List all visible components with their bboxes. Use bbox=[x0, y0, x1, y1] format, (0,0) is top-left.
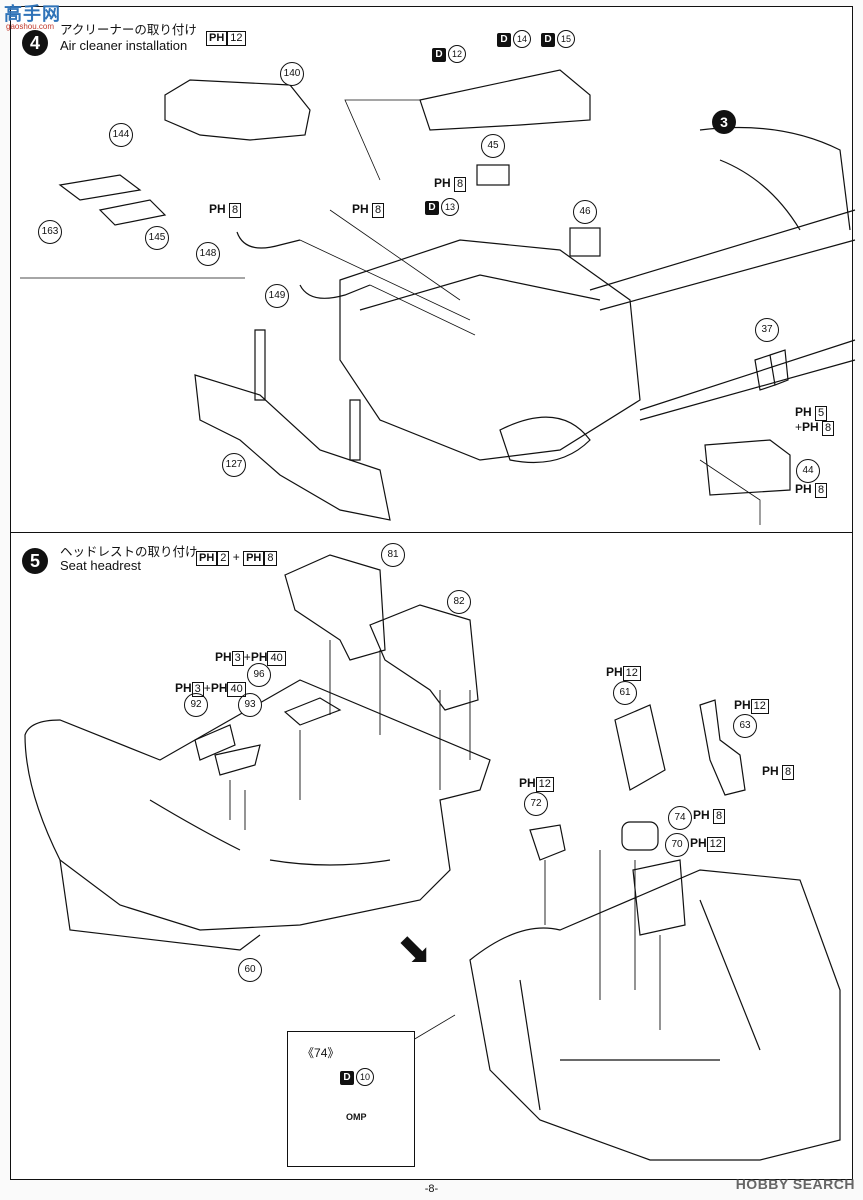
part-61: 61 bbox=[613, 681, 637, 705]
step-5-title-en: Seat headrest bbox=[60, 558, 141, 573]
part-163: 163 bbox=[38, 220, 62, 244]
part-93: 93 bbox=[238, 693, 262, 717]
callout-ph8-hoses: PH 8 bbox=[352, 202, 385, 218]
part-127: 127 bbox=[222, 453, 246, 477]
watermark-top-left: 高手网 bbox=[4, 4, 61, 25]
callout-ph8-part63: PH 8 bbox=[762, 764, 795, 780]
part-63: 63 bbox=[733, 714, 757, 738]
part-148: 148 bbox=[196, 242, 220, 266]
callout-ph8-part44: PH 8 bbox=[795, 482, 828, 498]
part-44: 44 bbox=[796, 459, 820, 483]
page-number: -8- bbox=[424, 1183, 439, 1195]
step-4-title-en: Air cleaner installation bbox=[60, 38, 188, 53]
callout-ph8-tubes: PH 8 bbox=[209, 202, 242, 218]
callout-ph8-part37: +PH 8 bbox=[795, 420, 835, 436]
callout-ph8-part45: PH 8 bbox=[434, 176, 467, 192]
part-60: 60 bbox=[238, 958, 262, 982]
part-96: 96 bbox=[247, 663, 271, 687]
part-72: 72 bbox=[524, 792, 548, 816]
step-4-badge: 4 bbox=[22, 30, 48, 56]
watermark-bottom-right: HOBBY SEARCH bbox=[735, 1176, 855, 1192]
part-140: 140 bbox=[280, 62, 304, 86]
step-5-badge: 5 bbox=[22, 548, 48, 574]
part-145: 145 bbox=[145, 226, 169, 250]
callout-ph8-part74: PH 8 bbox=[693, 808, 726, 824]
part-46: 46 bbox=[573, 200, 597, 224]
part-45: 45 bbox=[481, 134, 505, 158]
part-74: 74 bbox=[668, 806, 692, 830]
part-37: 37 bbox=[755, 318, 779, 342]
part-144: 144 bbox=[109, 123, 133, 147]
callout-ph5-part37: PH 5 bbox=[795, 405, 828, 421]
part-81: 81 bbox=[381, 543, 405, 567]
part-92: 92 bbox=[184, 693, 208, 717]
part-82: 82 bbox=[447, 590, 471, 614]
watermark-top-left-sub: gaoshou.com bbox=[6, 22, 55, 31]
part-149: 149 bbox=[265, 284, 289, 308]
inset-part-ref: 《74》 bbox=[302, 1046, 340, 1060]
part-70: 70 bbox=[665, 833, 689, 857]
section-divider bbox=[10, 532, 853, 533]
inset-brand-label: OMP bbox=[346, 1112, 367, 1122]
step-4-title-jp: アクリーナーの取り付け bbox=[60, 22, 197, 37]
step-5-title-jp: ヘッドレストの取り付け bbox=[60, 544, 198, 559]
subassembly-3-marker: 3 bbox=[712, 110, 736, 134]
